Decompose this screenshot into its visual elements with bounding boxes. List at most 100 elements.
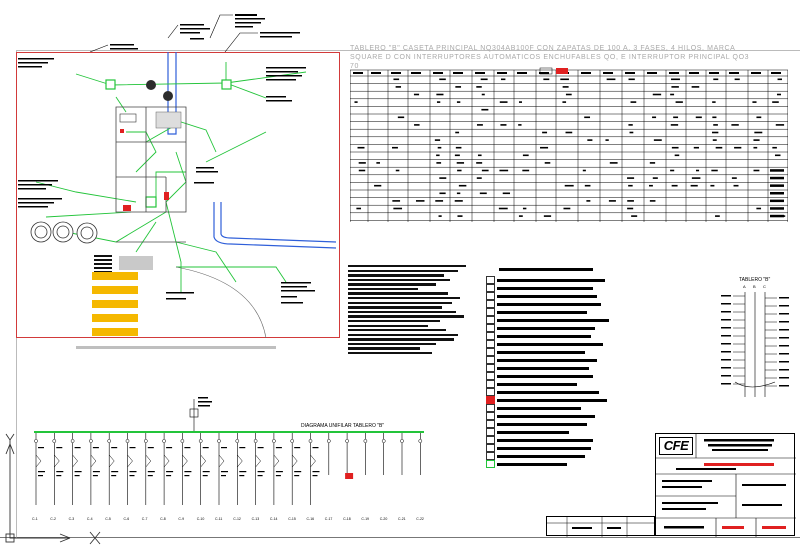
legend-symbol-icon xyxy=(486,292,495,300)
unifilar-circuit xyxy=(363,433,368,475)
phase-c-label: C xyxy=(763,284,766,289)
note-line xyxy=(348,342,436,346)
circuit-label: C-22 xyxy=(416,517,424,521)
legend-symbol-icon xyxy=(486,380,495,388)
legend-symbol-icon xyxy=(486,444,495,452)
title-block: CFE xyxy=(655,433,796,537)
legend-row xyxy=(485,300,610,308)
unifilar-circuit xyxy=(180,433,192,505)
note-line xyxy=(348,274,444,277)
note-line xyxy=(348,333,458,337)
unifilar-circuit xyxy=(125,433,137,505)
schedule-border xyxy=(350,69,788,222)
legend-symbol-icon xyxy=(486,428,495,436)
legend-header xyxy=(499,268,593,271)
note-line xyxy=(348,329,446,332)
circuit-label: C-6 xyxy=(124,517,130,521)
phase-b-label: B xyxy=(753,284,756,289)
legend-symbol-icon xyxy=(486,348,495,356)
note-line xyxy=(348,278,450,282)
unifilar-circuit xyxy=(253,433,265,505)
legend-row xyxy=(485,372,610,380)
legend-symbol-icon xyxy=(486,364,495,372)
circuit-label: C-16 xyxy=(307,517,315,521)
red-equipment-mark xyxy=(123,205,131,211)
circuit-label: C-10 xyxy=(197,517,205,521)
circuit-label: C-15 xyxy=(288,517,296,521)
tablero-diagram-title: TABLERO "B" xyxy=(739,277,770,283)
circuit-label: C-11 xyxy=(215,517,222,521)
circuit-label: C-2 xyxy=(50,517,56,521)
unifilar-circuit xyxy=(162,433,174,505)
circuit-label: C-3 xyxy=(69,517,75,521)
note-line xyxy=(348,292,448,295)
scale-bar xyxy=(76,346,276,349)
legend-row xyxy=(485,428,610,436)
general-notes xyxy=(348,265,474,357)
unifilar-circuit xyxy=(381,433,386,475)
note-line xyxy=(348,310,456,314)
circuit-label: C-4 xyxy=(87,517,93,521)
site-plan-drawing xyxy=(18,52,337,349)
sheet-border-top xyxy=(16,50,800,51)
legend-symbol-icon xyxy=(486,404,495,412)
note-line xyxy=(348,269,458,272)
circuit-label: C-8 xyxy=(160,517,166,521)
legend-symbol-icon xyxy=(486,276,495,284)
note-line xyxy=(348,301,452,305)
legend-symbol-icon xyxy=(486,388,495,396)
panel-schedule-title: TABLERO "B" CASETA PRINCIPAL NQ304AB100F… xyxy=(350,45,750,70)
main-bus xyxy=(34,431,424,433)
unifilar-circuit xyxy=(290,433,302,505)
note-line xyxy=(348,283,436,286)
legend-row xyxy=(485,284,610,292)
circuit-label: C-12 xyxy=(233,517,241,521)
circuit-label: C-13 xyxy=(252,517,260,521)
note-line xyxy=(348,347,420,350)
legend-symbol-icon xyxy=(486,332,495,340)
legend-symbol-icon xyxy=(486,460,495,468)
unifilar-circuit xyxy=(52,433,64,505)
legend-row xyxy=(485,444,610,452)
note-line xyxy=(348,351,432,355)
ucs-axis-icon xyxy=(5,433,101,545)
legend-symbol-icon xyxy=(486,324,495,332)
site-plan-frame xyxy=(16,52,340,338)
unifilar-circuit xyxy=(217,433,228,505)
note-line xyxy=(348,319,440,323)
circuit-label: C-21 xyxy=(398,517,406,521)
legend-symbol-icon xyxy=(486,300,495,308)
legend-row xyxy=(485,436,610,444)
distribution-box-east xyxy=(221,79,232,90)
legend-symbol-icon xyxy=(486,436,495,444)
unifilar-circuit xyxy=(34,433,45,505)
building-outline xyxy=(115,106,187,243)
circuit-label: C-5 xyxy=(105,517,111,521)
legend-row xyxy=(485,404,610,412)
phase-a-label: A xyxy=(743,284,746,289)
panel-schedule-table xyxy=(350,67,788,222)
revision-block xyxy=(546,516,656,537)
legend-row xyxy=(485,332,610,340)
legend-symbol-icon xyxy=(486,452,495,460)
tablero-b-diagram: TABLERO "B" A B C xyxy=(721,277,789,397)
stairs-block xyxy=(94,255,112,273)
yellow-parking-stripes xyxy=(92,272,138,336)
unifilar-title: DIAGRAMA UNIFILAR TABLERO "B" xyxy=(301,423,384,429)
tablero-b-location xyxy=(145,196,157,208)
legend-symbol-icon xyxy=(486,420,495,428)
note-line xyxy=(348,297,460,300)
legend-symbol-icon xyxy=(486,372,495,380)
tree-icon xyxy=(163,91,173,101)
circuit-label: C-1 xyxy=(32,517,38,521)
circuit-label: C-19 xyxy=(361,517,369,521)
unifilar-circuit xyxy=(198,433,210,505)
legend-symbol-icon xyxy=(486,308,495,316)
legend-row xyxy=(485,412,610,420)
note-line xyxy=(348,287,418,291)
legend-symbol-icon xyxy=(486,412,495,420)
legend-symbol-icon xyxy=(486,284,495,292)
note-line xyxy=(348,315,464,318)
circuit-label: C-9 xyxy=(178,517,184,521)
unifilar-circuit xyxy=(326,433,331,475)
